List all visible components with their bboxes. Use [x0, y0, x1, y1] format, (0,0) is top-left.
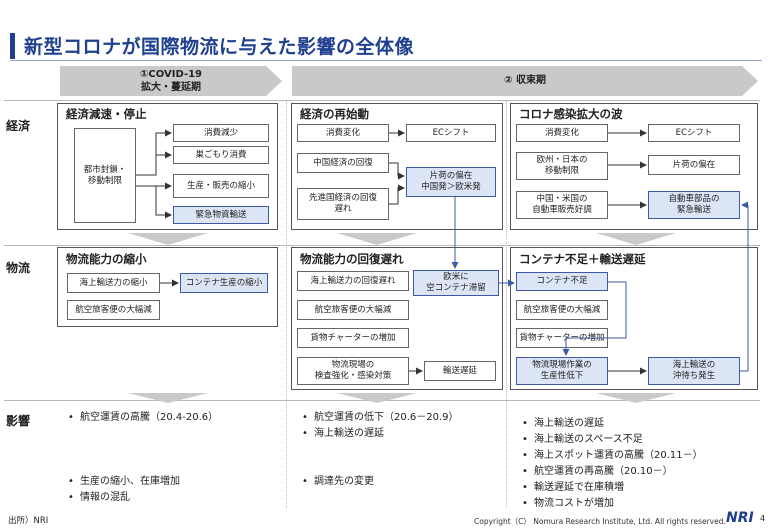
- impact-text: 生産の縮小、在庫増加: [80, 476, 180, 487]
- impact-text: 航空運賃の再高騰（20.10－）: [534, 466, 673, 477]
- panel-title: コロナ感染拡大の波: [519, 107, 623, 121]
- row-divider: [4, 245, 760, 246]
- page-title: 新型コロナが国際物流に与えた影響の全体像: [24, 36, 415, 58]
- productivity-decline-box: 物流現場作業の 生産性低下: [516, 357, 608, 385]
- consumption-change-box: 消費変化: [297, 124, 389, 142]
- eu-japan-restriction-box: 欧州・日本の 移動制限: [516, 152, 608, 180]
- phase-1-line2: 拡大・蔓延期: [141, 82, 201, 93]
- ec-shift-box: ECシフト: [648, 124, 740, 142]
- down-arrow: [337, 393, 417, 403]
- panel-title: 経済減速・停止: [66, 107, 147, 121]
- copyright-text: Copyright（C） Nomura Research Institute, …: [474, 517, 726, 526]
- connector-line: [155, 186, 172, 219]
- column-divider: [506, 100, 507, 508]
- source-note: 出所）NRI: [8, 516, 49, 526]
- impact-text: 情報の混乱: [80, 492, 130, 503]
- connector-line: [562, 281, 627, 356]
- phase-2-line1: ② 収束期: [504, 75, 546, 86]
- nri-logo: NRI: [726, 510, 754, 526]
- transport-delay-box: 輸送遅延: [424, 361, 496, 381]
- title-accent-bar: [10, 33, 15, 59]
- container-shortage-box: コンテナ不足: [516, 272, 608, 291]
- consumption-decrease-box: 消費減少: [173, 124, 269, 142]
- impact-item: •輸送遅延で在庫積増: [522, 482, 624, 493]
- panel-title: 物流能力の回復遅れ: [300, 252, 404, 266]
- offshore-waiting-box: 海上輸送の 沖待ち発生: [648, 357, 740, 385]
- impact-item: •航空運賃の再高騰（20.10－）: [522, 466, 673, 477]
- impact-item: •調達先の変更: [302, 476, 374, 487]
- phase-header-1: ①COVID-19 拡大・蔓延期: [60, 66, 282, 96]
- impact-text: 調達先の変更: [314, 476, 374, 487]
- air-passenger-decrease-box: 航空旅客便の大幅減: [516, 300, 608, 320]
- impact-item: •情報の混乱: [68, 492, 130, 503]
- china-recovery-box: 中国経済の回復: [297, 153, 389, 173]
- down-arrow: [596, 393, 676, 403]
- connector-line: [136, 129, 172, 176]
- cargo-charter-box: 貨物チャーターの増加: [297, 328, 409, 348]
- impact-text: 海上輸送の遅延: [534, 418, 604, 429]
- row-label-logistics: 物流: [6, 261, 31, 275]
- production-reduction-box: 生産・販売の縮小: [173, 174, 269, 198]
- emergency-supply-box: 緊急物資輸送: [173, 206, 269, 224]
- panel-title: 経済の再始動: [300, 107, 369, 121]
- phase-header-2: ② 収束期: [292, 66, 758, 96]
- empty-container-box: 欧米に 空コンテナ滞留: [413, 270, 499, 296]
- impact-item: •海上輸送の遅延: [522, 418, 604, 429]
- impact-text: 航空運賃の低下（20.6－20.9）: [314, 412, 459, 423]
- panel-title: コンテナ不足＋輸送遅延: [519, 252, 646, 266]
- stay-home-consumption-box: 巣ごもり消費: [173, 146, 269, 164]
- column-divider: [286, 100, 287, 508]
- impact-text: 航空運賃の高騰（20.4-20.6）: [80, 412, 219, 423]
- consumption-change-box: 消費変化: [516, 124, 608, 142]
- imbalance-box: 片荷の偏在: [648, 155, 740, 175]
- lockdown-box: 都市封鎖・ 移動制限: [74, 128, 136, 223]
- ec-shift-box: ECシフト: [406, 124, 496, 142]
- auto-sales-box: 中国・米国の 自動車販売好調: [516, 191, 608, 219]
- page-number: 4: [760, 514, 766, 523]
- air-passenger-decrease-box: 航空旅客便の大幅減: [67, 300, 160, 320]
- impact-text: 海上輸送のスペース不足: [534, 434, 643, 445]
- shipping-recovery-box: 海上輸送力の回復遅れ: [297, 271, 409, 291]
- inspection-box: 物流現場の 検査強化・感染対策: [297, 357, 409, 385]
- impact-text: 輸送遅延で在庫積増: [534, 482, 624, 493]
- panel-title: 物流能力の縮小: [66, 252, 147, 266]
- impact-item: •海上スポット運賃の高騰（20.11－）: [522, 450, 703, 461]
- row-label-economy: 経済: [6, 119, 31, 133]
- impact-item: •海上輸送のスペース不足: [522, 434, 643, 445]
- auto-parts-emergency-box: 自動車部品の 緊急輸送: [648, 191, 740, 219]
- impact-item: •航空運賃の低下（20.6－20.9）: [302, 412, 459, 423]
- connector-line: [389, 162, 405, 180]
- impact-item: •海上輸送の遅延: [302, 428, 384, 439]
- shipping-reduction-box: 海上輸送力の縮小: [67, 273, 160, 293]
- impact-text: 海上スポット運賃の高騰（20.11－）: [534, 450, 703, 461]
- impact-item: •生産の縮小、在庫増加: [68, 476, 180, 487]
- row-label-impact: 影響: [6, 414, 31, 428]
- impact-text: 物流コストが増加: [534, 498, 614, 509]
- title-divider: [10, 60, 762, 61]
- connector-line: [740, 201, 749, 372]
- impact-item: •物流コストが増加: [522, 498, 614, 509]
- air-passenger-decrease-box: 航空旅客便の大幅減: [297, 300, 409, 320]
- container-production-box: コンテナ生産の縮小: [180, 273, 268, 293]
- phase-1-line1: ①COVID-19: [139, 69, 203, 80]
- imbalance-box: 片荷の偏在 中国発＞欧米発: [406, 167, 496, 197]
- down-arrow: [128, 393, 208, 403]
- connector-line: [389, 184, 405, 205]
- impact-text: 海上輸送の遅延: [314, 428, 384, 439]
- advanced-recovery-box: 先進国経済の回復 遅れ: [297, 188, 389, 220]
- row-divider: [4, 100, 760, 101]
- impact-item: •航空運賃の高騰（20.4-20.6）: [68, 412, 219, 423]
